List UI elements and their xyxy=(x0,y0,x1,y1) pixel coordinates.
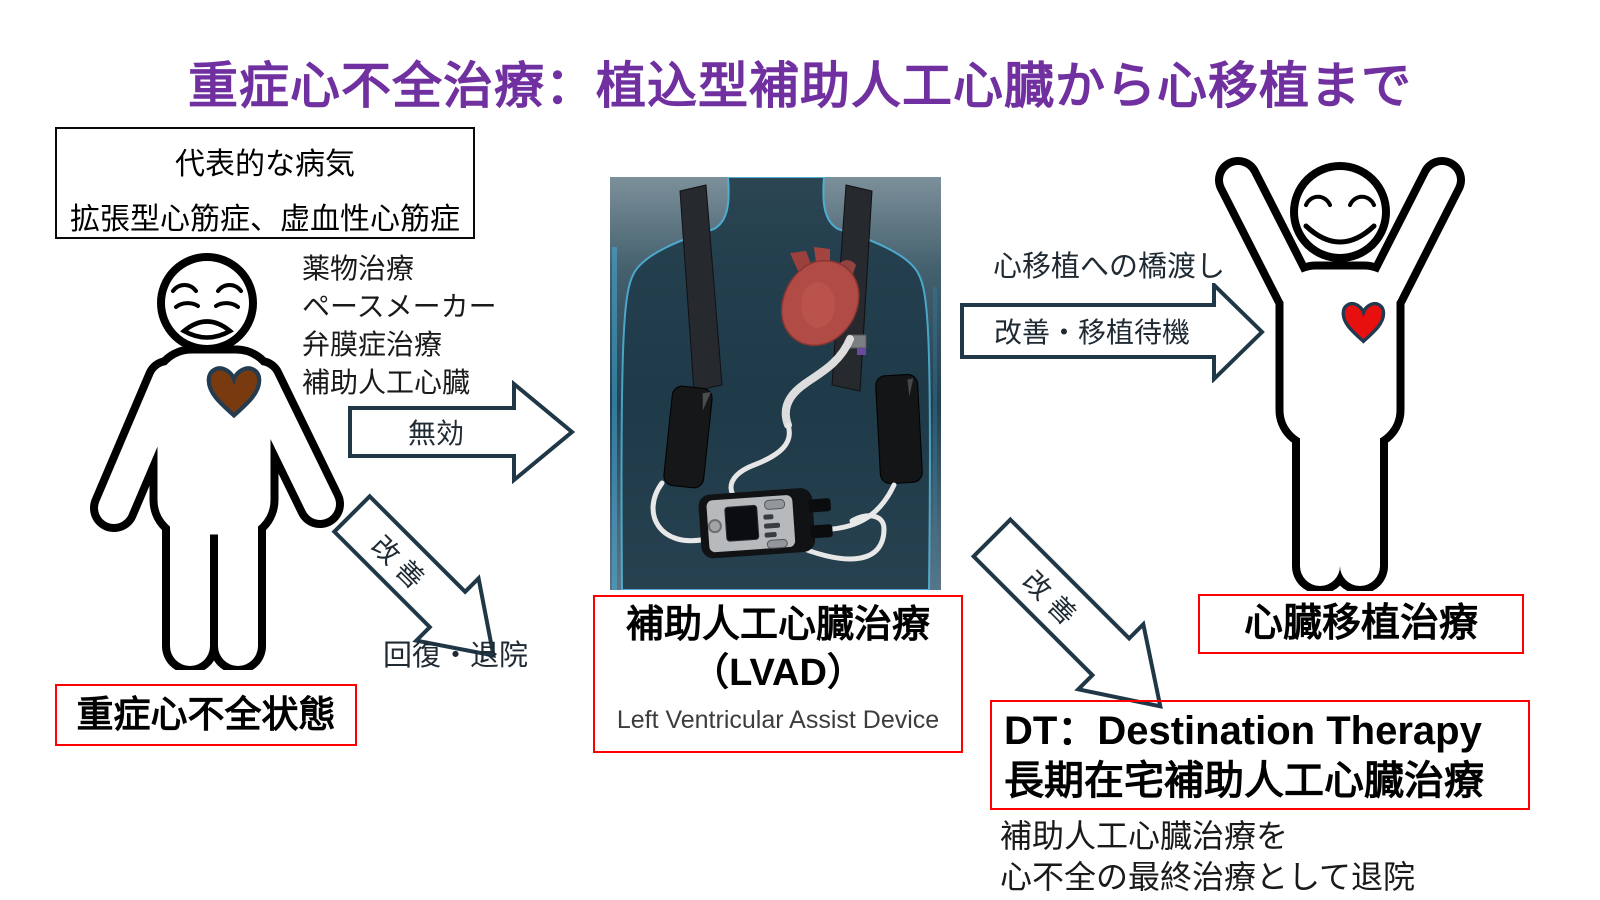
dt-note-line: 心不全の最終治療として退院 xyxy=(1000,859,1416,895)
sad-face xyxy=(157,253,257,353)
sad-patient-figure xyxy=(90,253,344,670)
treatment-item: 弁膜症治療 xyxy=(302,329,443,360)
lvad-abbreviation: （LVAD） xyxy=(691,652,865,694)
lvad-title-jp: 補助人工心臓治療 xyxy=(625,604,930,646)
controller-unit xyxy=(698,488,833,559)
disease-box-examples: 拡張型心筋症、虚血性心筋症 xyxy=(70,203,460,236)
lvad-title-en: Left Ventricular Assist Device xyxy=(616,706,940,734)
transplant-label: 心臓移植治療 xyxy=(1198,594,1524,654)
bridge-caption: 心移植への橋渡し xyxy=(992,251,1225,283)
severe-state-label: 重症心不全状態 xyxy=(55,684,357,746)
improve-arrow-right: 改善 xyxy=(970,516,1163,709)
sad-face-features xyxy=(171,283,243,340)
treatment-item: 補助人工心臓 xyxy=(302,367,471,398)
improve-arrow-left: 改善 xyxy=(331,493,496,658)
page-title: 重症心不全治療：植込型補助人工心臓から心移植まで xyxy=(188,58,1412,114)
dt-title-en: DT：Destination Therapy xyxy=(1004,709,1482,753)
dt-note-line: 補助人工心臓治療を xyxy=(1000,818,1289,854)
heart-graphic xyxy=(780,247,867,355)
happy-patient-figure xyxy=(1215,157,1465,591)
shoulder-strap-left xyxy=(679,184,723,392)
rim-light xyxy=(933,287,937,590)
bridge-arrow-label: 改善・移植待機 xyxy=(993,317,1190,348)
failing-heart-icon xyxy=(206,366,262,419)
treatment-item: 薬物治療 xyxy=(302,253,415,284)
treatment-list: 薬物治療 ペースメーカー 弁膜症治療 補助人工心臓 xyxy=(302,250,497,402)
dt-title-jp: 長期在宅補助人工心臓治療 xyxy=(1004,759,1484,803)
battery-left xyxy=(663,385,713,489)
disease-box-heading: 代表的な病気 xyxy=(175,148,355,181)
rim-light xyxy=(612,247,617,590)
healthy-heart-icon xyxy=(1341,302,1386,344)
bridge-arrow xyxy=(960,283,1265,383)
destination-therapy-box: DT：Destination Therapy 長期在宅補助人工心臓治療 xyxy=(990,700,1530,810)
dt-notes: 補助人工心臓治療を 心不全の最終治療として退院 xyxy=(1000,816,1415,898)
ineffective-arrow-label: 無効 xyxy=(407,418,464,449)
lvad-label-box: 補助人工心臓治療 （LVAD） Left Ventricular Assist … xyxy=(593,595,963,753)
happy-face-features xyxy=(1303,194,1377,245)
battery-right xyxy=(875,374,923,485)
sad-body-silhouette xyxy=(90,345,344,670)
disease-box: 代表的な病気 拡張型心筋症、虚血性心筋症 xyxy=(55,127,475,239)
ineffective-arrow xyxy=(348,379,576,485)
lvad-illustration xyxy=(610,177,941,590)
recover-discharge-label: 回復・退院 xyxy=(383,640,529,672)
treatment-item: ペースメーカー xyxy=(302,291,497,322)
